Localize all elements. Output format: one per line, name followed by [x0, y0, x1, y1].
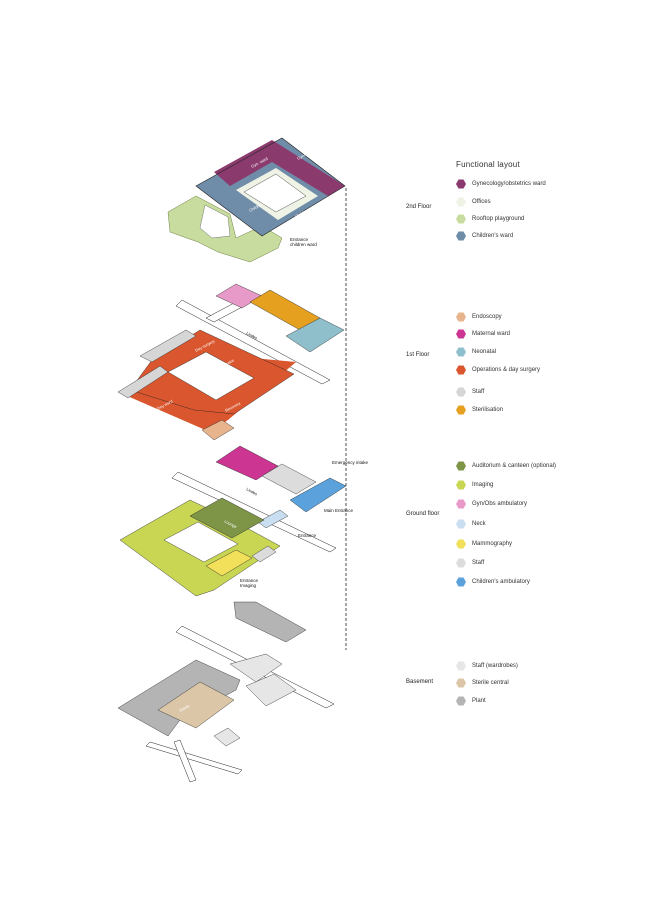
legend-title: Functional layout: [456, 160, 520, 169]
gyn-obs-ambulatory-block: [215, 445, 279, 481]
legend-item: Neck: [456, 518, 486, 530]
sterile-central-block: [157, 681, 235, 729]
legend-swatch-icon: [456, 519, 466, 529]
staff-small-basement: [213, 727, 241, 747]
staff-wardrobes-right: [245, 673, 297, 707]
legend-swatch-icon: [456, 661, 466, 671]
legend-item: Auditorium & canteen (optional): [456, 460, 556, 472]
gyn-obs-ward-block: [214, 140, 345, 196]
neck-block: [257, 509, 289, 529]
neonatal-block: [285, 317, 345, 353]
childrens-ambulatory-block: [289, 477, 347, 513]
callout-entrance: Entrance: [298, 533, 317, 538]
street-lower-basement: [145, 741, 243, 775]
floor-label-basement: Basement: [406, 679, 434, 685]
legend-item: Neonatal: [456, 346, 496, 358]
floor-label-2nd: 2nd Floor: [406, 204, 432, 210]
legend-item: Sterile central: [456, 677, 509, 689]
auditorium-block: [189, 497, 265, 539]
playground-white-ring: [199, 204, 231, 239]
legend-swatch-icon: [456, 480, 466, 490]
mammography-block: [205, 549, 253, 577]
legend-swatch-icon: [456, 558, 466, 568]
floor-label-ground: Ground floor: [406, 511, 440, 517]
legend-swatch-icon: [456, 365, 466, 375]
legend-swatch-icon: [456, 329, 466, 339]
street-cross-basement: [173, 739, 197, 783]
legend-item: Gynecology/obstetrics ward: [456, 178, 546, 190]
svg-text:Sterile: Sterile: [178, 703, 191, 713]
legend-swatch-icon: [456, 347, 466, 357]
ground-floor-plan: Lindes Lounge Imaging: [119, 445, 347, 597]
callout-emergency-intake: Emergency intake: [332, 460, 369, 465]
legend-item: Children's ambulatory: [456, 576, 530, 588]
legend-item: Operations & day surgery: [456, 364, 540, 376]
staff-top-ground: [261, 463, 317, 495]
svg-text:Imaging: Imaging: [148, 574, 163, 585]
legend-item: Staff (wardrobes): [456, 660, 518, 672]
legend-swatch-icon: [456, 678, 466, 688]
floor-2-plan: Gyn. ward Gyn/Obs ward Children ward Chi…: [167, 137, 346, 263]
legend-item: Staff: [456, 557, 484, 569]
callout-main-entrance: Main Entrance: [324, 508, 354, 513]
legend-swatch-icon: [456, 214, 466, 224]
legend-item: Gyn/Obs ambulatory: [456, 498, 527, 510]
endoscopy-block: [201, 419, 235, 441]
legend-swatch-icon: [456, 539, 466, 549]
staff-left-1st: [139, 329, 197, 363]
street-label-1st: Lindes: [246, 330, 259, 340]
staff-right-ground: [251, 545, 277, 563]
legend-item: Offices: [456, 196, 491, 208]
legend-swatch-icon: [456, 499, 466, 509]
legend-item: Plant: [456, 695, 486, 707]
legend-swatch-icon: [456, 197, 466, 207]
street-upper-ground: [171, 471, 337, 553]
staff-wardrobes-block: [229, 653, 283, 683]
plant-top-block: [233, 601, 307, 643]
legend-swatch-icon: [456, 312, 466, 322]
basement-plan: Sterile: [117, 601, 335, 783]
legend-swatch-icon: [456, 179, 466, 189]
legend-swatch-icon: [456, 405, 466, 415]
legend-item: Children's ward: [456, 230, 513, 242]
legend-swatch-icon: [456, 461, 466, 471]
legend-item: Endoscopy: [456, 311, 502, 323]
legend-swatch-icon: [456, 387, 466, 397]
courtyard-1st: [167, 351, 255, 401]
callout-entrance-children-ward: Entrance children ward: [290, 237, 317, 247]
legend-swatch-icon: [456, 577, 466, 587]
courtyard-2nd: [243, 173, 307, 213]
legend-item: Rooftop playground: [456, 213, 524, 225]
courtyard-ground: [163, 521, 239, 563]
floor-1-plan: Lindes Day surgery OR / Theatre Day ward…: [117, 283, 345, 441]
legend-swatch-icon: [456, 231, 466, 241]
callout-entrance-imaging: Entrance Imaging: [240, 578, 259, 588]
svg-text:Lounge: Lounge: [224, 518, 239, 529]
floor-2-outline: [195, 137, 346, 237]
legend-item: Staff: [456, 386, 484, 398]
street-label-ground: Lindes: [246, 486, 259, 496]
legend-item: Maternal ward: [456, 328, 510, 340]
legend-item: Mammography: [456, 538, 512, 550]
legend-swatch-icon: [456, 696, 466, 706]
floor-label-1st: 1st Floor: [406, 352, 430, 358]
legend-item: Sterilisation: [456, 404, 503, 416]
legend-item: Imaging: [456, 479, 493, 491]
